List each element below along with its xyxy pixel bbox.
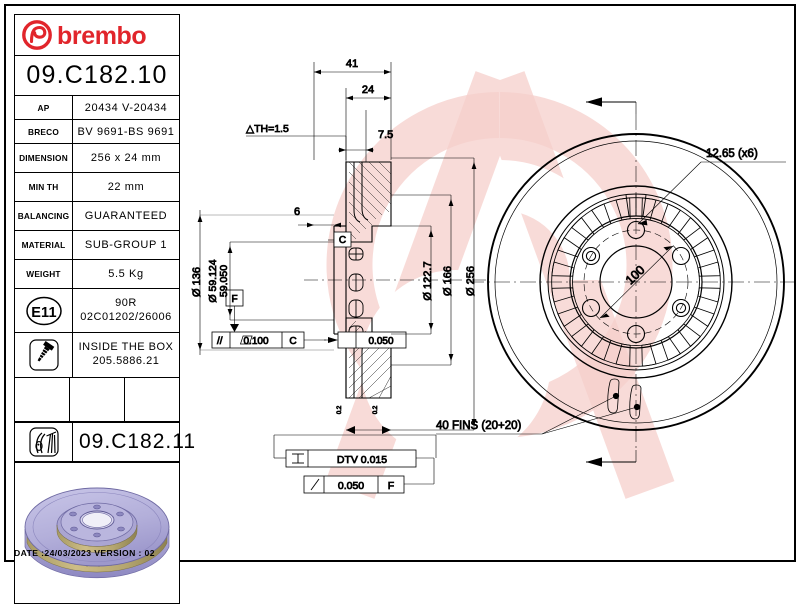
dim-thickness-variation: △TH=1.5 [246,123,289,135]
blank-cell-1 [15,378,70,421]
homologation-line2: 02C01202/26006 [80,310,172,323]
bolt-holes [581,220,691,344]
spec-value-breco: BV 9691-BS 9691 [77,125,175,138]
spec-label-ap: AP [15,96,73,119]
spec-label-breco: BRECO [15,120,73,143]
section-arrow-top [586,97,637,114]
dim-bolt-hole: 12.65 (x6) [706,148,758,160]
disc-wear-icon [15,423,73,461]
brembo-roundel-icon [22,20,52,50]
dim-bore-min: 59.050 [218,265,230,297]
spec-label-balancing: BALANCING [15,202,73,230]
spec-row-homologation: E11 90R 02C01202/26006 [15,289,179,333]
dim-d136: Ø 136 [191,267,203,297]
minor-note-left: 0.2 [337,405,343,414]
datum-f: F [231,294,237,305]
spec-label-weight: WEIGHT [15,260,73,288]
main-product-code-row: 09.C182.10 [15,56,179,96]
tol-dtv: DTV 0.015 [337,454,387,466]
spec-row-ap: AP 20434 V-20434 [15,96,179,120]
dim-inner-step: 6 [294,206,300,218]
svg-text:brembo: brembo [57,22,146,50]
footer-date-version: DATE :24/03/2023 VERSION : 02 [14,548,155,558]
spec-value-box-contents: INSIDE THE BOX 205.5886.21 [73,333,179,377]
dim-offset: 7.5 [378,129,393,141]
tol-flatness: 0.050 [368,336,393,347]
blank-cell-2 [70,378,125,421]
spec-row-secondary-code: 09.C182.11 [15,422,195,462]
spec-value-min-th: 22 mm [107,181,145,193]
tol-runout-datum: F [388,480,394,492]
tol-parallelism-datum: C [289,336,296,347]
page-border [4,4,796,562]
section-arrow-bottom [586,450,637,467]
minor-note-right: 0.2 [373,405,379,414]
disc-product-photo [15,462,179,603]
spec-label-material: MATERIAL [15,231,73,259]
main-product-code: 09.C182.10 [26,61,168,89]
spec-row-dimension: DIMENSION 256 x 24 mm [15,144,179,173]
spec-label-dimension: DIMENSION [15,144,73,172]
tol-parallelism: 0.100 [243,336,268,347]
secondary-product-code: 09.C182.11 [79,430,197,453]
dim-hat-width: 24 [362,84,374,96]
spec-value-dimension: 256 x 24 mm [90,152,162,164]
specification-table: brembo 09.C182.10 AP 20434 V-20434 BRECO… [14,14,195,604]
spec-row-material: MATERIAL SUB-GROUP 1 [15,231,179,260]
box-line2: 205.5886.21 [92,355,160,367]
technical-drawing: 41 24 △TH=1.5 [186,10,796,550]
spec-value-ap: 20434 V-20434 [84,101,168,114]
dim-overall-width: 41 [346,58,358,70]
blank-cell-3 [125,378,179,421]
spec-row-weight: WEIGHT 5.5 Kg [15,260,179,289]
drawing-page: brembo 09.C182.10 AP 20434 V-20434 BRECO… [4,4,796,604]
dim-bolt-circle: 100 [623,263,648,288]
dim-d122-7: Ø 122.7 [422,261,434,300]
symbol-flatness [239,335,253,345]
spec-value-balancing: GUARANTEED [84,210,168,222]
spec-value-homologation: 90R 02C01202/26006 [73,289,179,332]
dim-d166: Ø 166 [442,266,454,296]
note-fins: 40 FINS (20+20) [436,420,522,432]
spec-row-balancing: BALANCING GUARANTEED [15,202,179,231]
spec-value-weight: 5.5 Kg [108,268,144,280]
dim-bore-max: Ø 59.124 [207,259,219,302]
tol-runout: 0.050 [338,480,364,492]
spec-value-material: SUB-GROUP 1 [84,239,168,251]
spec-row-min-th: MIN TH 22 mm [15,173,179,202]
screw-icon [15,333,73,377]
svg-text:E11: E11 [31,305,57,321]
spec-row-box-contents: INSIDE THE BOX 205.5886.21 [15,333,179,378]
brembo-logo: brembo [15,15,179,56]
symbol-parallelism: // [217,336,223,347]
vane-pattern [551,197,721,367]
spec-label-min-th: MIN TH [15,173,73,201]
box-line1: INSIDE THE BOX [78,341,174,354]
dim-d256: Ø 256 [465,266,477,296]
spec-row-breco: BRECO BV 9691-BS 9691 [15,120,179,144]
spec-row-blank [15,378,179,422]
homologation-line1: 90R [115,296,137,309]
datum-c: C [339,235,346,246]
e11-mark: E11 [15,289,73,332]
